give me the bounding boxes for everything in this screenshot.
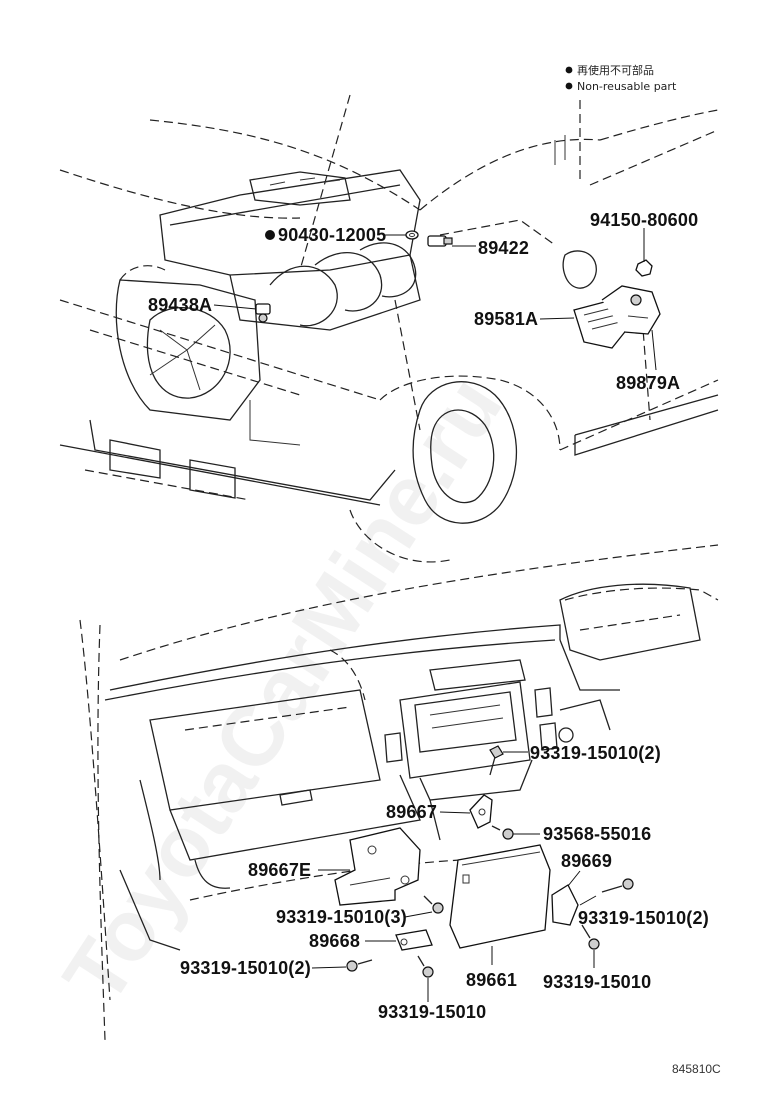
part-label-93319-15010-bottom[interactable]: 93319-15010 bbox=[378, 1002, 486, 1022]
bolt-93319-15010-right-pair[interactable] bbox=[579, 878, 634, 906]
part-label-93319-15010-left-pair[interactable]: 93319-15010(2) bbox=[180, 958, 311, 978]
ecu-89661[interactable] bbox=[449, 844, 551, 965]
gasket-90430-12005[interactable] bbox=[405, 230, 419, 240]
non-reusable-dot-icon bbox=[565, 82, 573, 90]
part-label-93319-15010-right-pair[interactable]: 93319-15010(2) bbox=[578, 908, 709, 928]
part-label-93319-15010-right[interactable]: 93319-15010 bbox=[543, 972, 651, 992]
bolt-93319-15010-three[interactable] bbox=[404, 895, 444, 918]
sensor-89422[interactable] bbox=[427, 235, 476, 247]
part-label-93319-15010-top[interactable]: 93319-15010(2) bbox=[530, 743, 661, 763]
legend: 再使用不可部品 Non-reusable part bbox=[565, 63, 677, 93]
dashboard-illustration bbox=[79, 544, 719, 1041]
part-label-89661[interactable]: 89661 bbox=[466, 970, 517, 990]
part-label-89667E[interactable]: 89667E bbox=[248, 860, 311, 880]
part-label-89438A[interactable]: 89438A bbox=[148, 295, 212, 315]
bracket-89667[interactable] bbox=[439, 794, 493, 829]
part-label-89667[interactable]: 89667 bbox=[386, 802, 437, 822]
part-label-89668[interactable]: 89668 bbox=[309, 931, 360, 951]
part-label-89422[interactable]: 89422 bbox=[478, 238, 529, 258]
bracket-89669[interactable] bbox=[551, 870, 581, 926]
legend-japanese: 再使用不可部品 bbox=[577, 63, 654, 77]
bracket-89668[interactable] bbox=[365, 929, 433, 951]
bolt-93319-15010-top[interactable] bbox=[489, 745, 528, 776]
part-label-94150-80600[interactable]: 94150-80600 bbox=[590, 210, 698, 230]
part-label-89669[interactable]: 89669 bbox=[561, 851, 612, 871]
part-label-89581A[interactable]: 89581A bbox=[474, 309, 538, 329]
bolt-93319-15010-bottom[interactable] bbox=[417, 955, 434, 1002]
part-label-90430-12005[interactable]: 90430-12005 bbox=[278, 225, 386, 245]
part-label-89879A[interactable]: 89879A bbox=[616, 373, 680, 393]
engine-bay-illustration bbox=[59, 94, 719, 563]
bolt-93319-15010-right[interactable] bbox=[581, 924, 600, 968]
bracket-89879A[interactable] bbox=[601, 285, 661, 371]
part-label-93568-55016[interactable]: 93568-55016 bbox=[543, 824, 651, 844]
non-reusable-dot-icon bbox=[565, 66, 573, 74]
diagram-code: 845810C bbox=[672, 1062, 721, 1076]
non-reusable-dot-icon bbox=[265, 230, 275, 240]
bracket-89667E[interactable] bbox=[318, 827, 421, 906]
legend-english: Non-reusable part bbox=[577, 80, 677, 93]
part-label-93319-15010-three[interactable]: 93319-15010(3) bbox=[276, 907, 407, 927]
sensor-89438A[interactable] bbox=[213, 303, 271, 323]
bolt-93319-15010-left-pair[interactable] bbox=[311, 959, 373, 972]
bolt-93568-55016[interactable] bbox=[491, 825, 540, 840]
